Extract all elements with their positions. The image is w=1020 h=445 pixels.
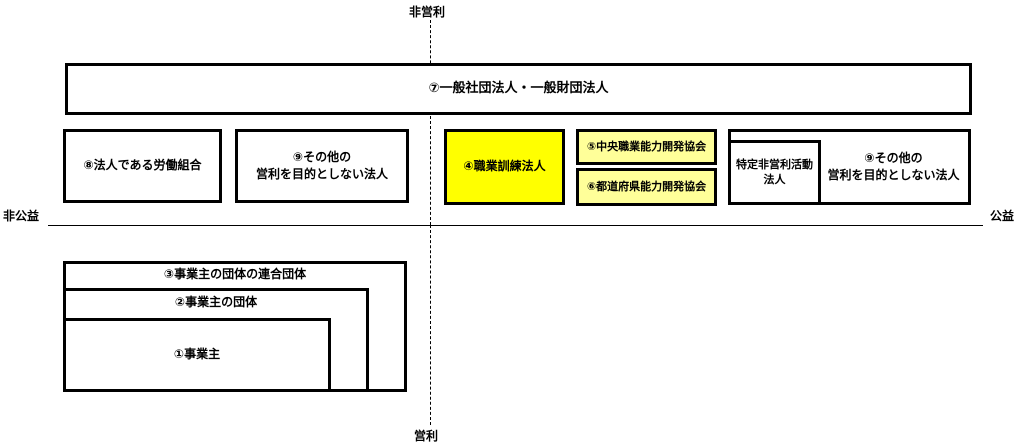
labor-union-label: ⑧法人である労働組合: [83, 158, 202, 173]
other-nonprofit-left-box: ⑨その他の 営利を目的としない法人: [235, 129, 409, 203]
npo-box: 特定非営利活動 法人: [728, 140, 821, 205]
employer-label: ①事業主: [173, 347, 221, 362]
horizontal-axis: [48, 225, 983, 226]
axis-label-non-public-interest: 非公益: [3, 209, 40, 223]
general-corporation-label: ⑦一般社団法人・一般財団法人: [428, 80, 609, 96]
vocational-training-label: ④職業訓練法人: [463, 159, 546, 174]
axis-label-public-interest: 公益: [990, 209, 1015, 223]
employer-box: ①事業主: [63, 318, 331, 392]
federation-label: ③事業主の団体の連合団体: [163, 267, 307, 281]
prefectural-association-label: ⑥都道府県能力開発協会: [586, 180, 707, 194]
axis-label-profit: 営利: [414, 429, 439, 443]
central-association-label: ⑤中央職業能力開発協会: [586, 140, 707, 154]
npo-label: 特定非営利活動 法人: [736, 158, 813, 186]
other-nonprofit-right-label: ⑨その他の 営利を目的としない法人: [827, 150, 960, 182]
prefectural-association-box: ⑥都道府県能力開発協会: [576, 168, 717, 206]
vertical-axis-upper: [430, 20, 431, 225]
central-association-box: ⑤中央職業能力開発協会: [576, 129, 717, 165]
employer-group-label: ②事業主の団体: [174, 295, 258, 309]
axis-label-nonprofit: 非営利: [409, 5, 446, 19]
vocational-training-box: ④職業訓練法人: [444, 129, 565, 205]
labor-union-box: ⑧法人である労働組合: [63, 129, 222, 203]
general-corporation-box: ⑦一般社団法人・一般財団法人: [65, 63, 972, 115]
vertical-axis-lower: [430, 225, 431, 425]
other-nonprofit-left-label: ⑨その他の 営利を目的としない法人: [255, 149, 388, 181]
